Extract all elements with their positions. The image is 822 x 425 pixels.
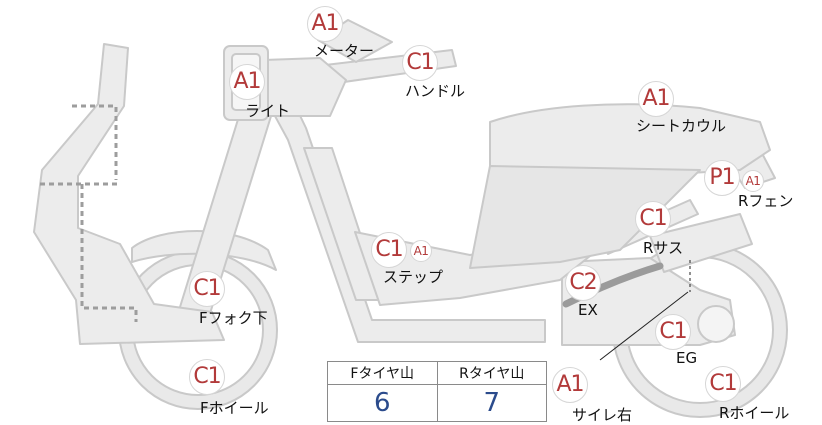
grade-badge: A1 bbox=[552, 367, 588, 403]
part-label: Rホイール bbox=[719, 404, 790, 422]
part-label: Fフォク下 bbox=[199, 309, 268, 327]
part-label: メーター bbox=[314, 42, 375, 60]
rear-tread-value: 7 bbox=[436, 384, 547, 422]
grade-badge: A1 bbox=[742, 170, 764, 192]
seat-cowl-shape bbox=[489, 103, 771, 177]
part-label: ステップ bbox=[383, 268, 444, 286]
front-tread-header: Fタイヤ山 bbox=[327, 361, 438, 385]
grade-badge: C1 bbox=[189, 271, 225, 307]
grade-badge: C1 bbox=[635, 201, 671, 237]
part-label: EX bbox=[578, 301, 598, 319]
grade-badge: P1 bbox=[704, 160, 740, 196]
part-label: サイレ右 bbox=[572, 406, 633, 424]
grade-badge: A1 bbox=[307, 6, 343, 42]
part-label: シートカウル bbox=[636, 117, 727, 135]
grade-badge: C1 bbox=[705, 366, 741, 402]
rear-tread-header: Rタイヤ山 bbox=[436, 361, 547, 385]
front-tread-value: 6 bbox=[327, 384, 438, 422]
grade-badge: C1 bbox=[402, 45, 438, 81]
tread-depth-table: Fタイヤ山 Rタイヤ山 6 7 bbox=[327, 361, 547, 422]
grade-badge: C1 bbox=[189, 359, 225, 395]
grade-badge: C1 bbox=[371, 232, 407, 268]
part-label: Rサス bbox=[643, 239, 684, 257]
part-label: ライト bbox=[245, 102, 291, 120]
grade-badge: A1 bbox=[638, 81, 674, 117]
part-label: ハンドル bbox=[405, 82, 466, 100]
grade-badge: C1 bbox=[655, 314, 691, 350]
part-label: EG bbox=[676, 349, 698, 367]
grade-badge: C2 bbox=[565, 265, 601, 301]
part-label: Rフェン bbox=[738, 192, 794, 210]
part-label: Fホイール bbox=[200, 399, 269, 417]
grade-badge: A1 bbox=[229, 64, 265, 100]
grade-badge: A1 bbox=[410, 240, 432, 262]
